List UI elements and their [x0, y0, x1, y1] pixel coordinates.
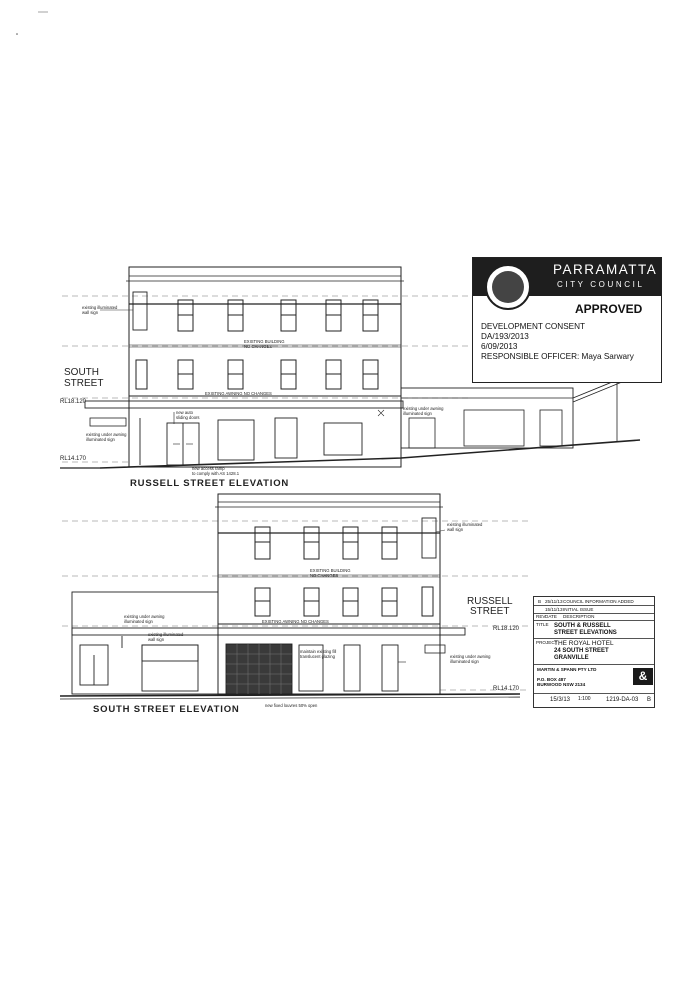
south-street-label-1: RUSSELL	[467, 596, 513, 607]
russell-note-awning-sign-1: existing under awning	[86, 432, 127, 437]
russell-street-label-2: STREET	[64, 378, 103, 389]
stamp-consent-label: DEVELOPMENT CONSENT	[481, 322, 586, 331]
tb-drawing-title-1: SOUTH & RUSSELL	[554, 623, 611, 629]
south-street-elevation: RUSSELL STREET RL18.120 RL14.170 existin…	[59, 493, 530, 715]
russell-elevation-title: RUSSELL STREET ELEVATION	[130, 478, 289, 489]
russell-street-label-1: SOUTH	[64, 367, 99, 378]
russell-note-door-2: sliding doors	[176, 415, 200, 420]
tb-header-desc: DESCRIPTION	[563, 614, 595, 619]
south-level-lower: RL14.170	[493, 686, 520, 692]
tb-drawing-title-2: STREET ELEVATIONS	[554, 630, 617, 636]
russell-note-door-1: new auto	[176, 410, 194, 415]
tb-rev-b-letter: B	[538, 599, 542, 604]
south-note-right-sign-2: illuminated sign	[450, 659, 480, 664]
tb-project-label: PROJECT	[536, 640, 558, 645]
south-note-sign-1: existing illuminated	[447, 522, 483, 527]
tb-scale: 1:100	[578, 696, 591, 702]
stamp-status: APPROVED	[575, 302, 643, 316]
council-approval-stamp: PARRAMATTA CITY COUNCIL APPROVED DEVELOP…	[472, 257, 662, 383]
south-note-building-2: NO CHANGES	[310, 573, 338, 578]
tb-rev-a-desc: INITIAL ISSUE	[563, 607, 594, 612]
russell-note-building-1: EXISTING BUILDING	[244, 339, 285, 344]
stamp-reference: DA/193/2013	[481, 332, 529, 341]
south-note-wall-sign-1: existing illuminated	[148, 632, 184, 637]
south-note-right-sign-1: existing under awning	[450, 654, 491, 659]
russell-note-awning: EXISTING AWNING NO CHANGES	[205, 391, 272, 396]
south-note-awning: EXISTING AWNING NO CHANGES	[262, 619, 329, 624]
russell-street-elevation: SOUTH STREET RL18.120 RL14.170 existing …	[60, 266, 641, 489]
south-note-awning-sign-2: illuminated sign	[124, 619, 154, 624]
tb-project-1: THE ROYAL HOTEL	[554, 640, 614, 647]
russell-note-awning-sign-2: illuminated sign	[86, 437, 116, 442]
tb-revision: B	[647, 697, 652, 703]
south-note-window-2: translucent glazing	[300, 654, 336, 659]
south-elevation-title: SOUTH STREET ELEVATION	[93, 704, 240, 715]
tb-project-2: 24 SOUTH STREET	[554, 648, 609, 654]
stamp-date: 6/09/2013	[481, 342, 518, 351]
tb-rev-a-date: 15/11/13	[545, 607, 563, 612]
south-level-upper: RL18.120	[493, 626, 520, 632]
tb-project-3: GRANVILLE	[554, 655, 589, 661]
south-note-window-1: maintain existing fill	[300, 649, 336, 654]
tb-header-date: DATE	[545, 614, 557, 619]
tb-rev-b-desc: COUNCIL INFORMATION ADDED	[563, 599, 634, 604]
tb-drawing-no: 1219-DA-03	[606, 697, 639, 703]
russell-note-building-2: NO CHANGES	[244, 344, 272, 349]
russell-note-ramp-2: to comply with AS 1428.1	[192, 471, 240, 476]
tb-title-label: TITLE	[536, 622, 549, 627]
south-street-label-2: STREET	[470, 606, 509, 617]
south-note-louvres: new fixed louvres 50% open	[265, 703, 318, 708]
tb-firm-2: P.O. BOX 487	[537, 677, 566, 682]
tb-rev-b-date: 25/11/13	[545, 599, 563, 604]
south-note-sign-2: wall sign	[447, 527, 464, 532]
stamp-org-line-2: CITY COUNCIL	[557, 280, 645, 289]
russell-note-sign-2: wall sign	[82, 310, 99, 315]
russell-level-upper: RL18.120	[60, 399, 87, 405]
firm-logo-icon: &	[633, 668, 653, 685]
tb-firm-1: MARTIN & SPANN PTY LTD	[537, 667, 597, 672]
south-note-building-1: EXISTING BUILDING	[310, 568, 351, 573]
south-note-awning-sign-1: existing under awning	[124, 614, 165, 619]
russell-note-right-sign-2: illuminated sign	[403, 411, 433, 416]
stamp-org-line-1: PARRAMATTA	[553, 262, 658, 277]
council-seal-icon	[485, 264, 531, 310]
russell-level-lower: RL14.170	[60, 456, 87, 462]
russell-note-ramp-1: new access ramp	[192, 466, 225, 471]
stamp-officer: RESPONSIBLE OFFICER: Maya Sarwary	[481, 352, 634, 361]
russell-note-right-sign-1: existing under awning	[403, 406, 444, 411]
tb-date: 15/3/13	[550, 697, 571, 703]
south-note-wall-sign-2: wall sign	[148, 637, 165, 642]
tb-header-rev: REV	[536, 614, 546, 619]
louvre-panel	[225, 643, 293, 695]
russell-note-sign-1: existing illuminated	[82, 305, 118, 310]
tb-firm-3: BURWOOD NSW 2134	[537, 682, 586, 687]
drawing-title-block: B 25/11/13 COUNCIL INFORMATION ADDED 15/…	[533, 596, 655, 708]
